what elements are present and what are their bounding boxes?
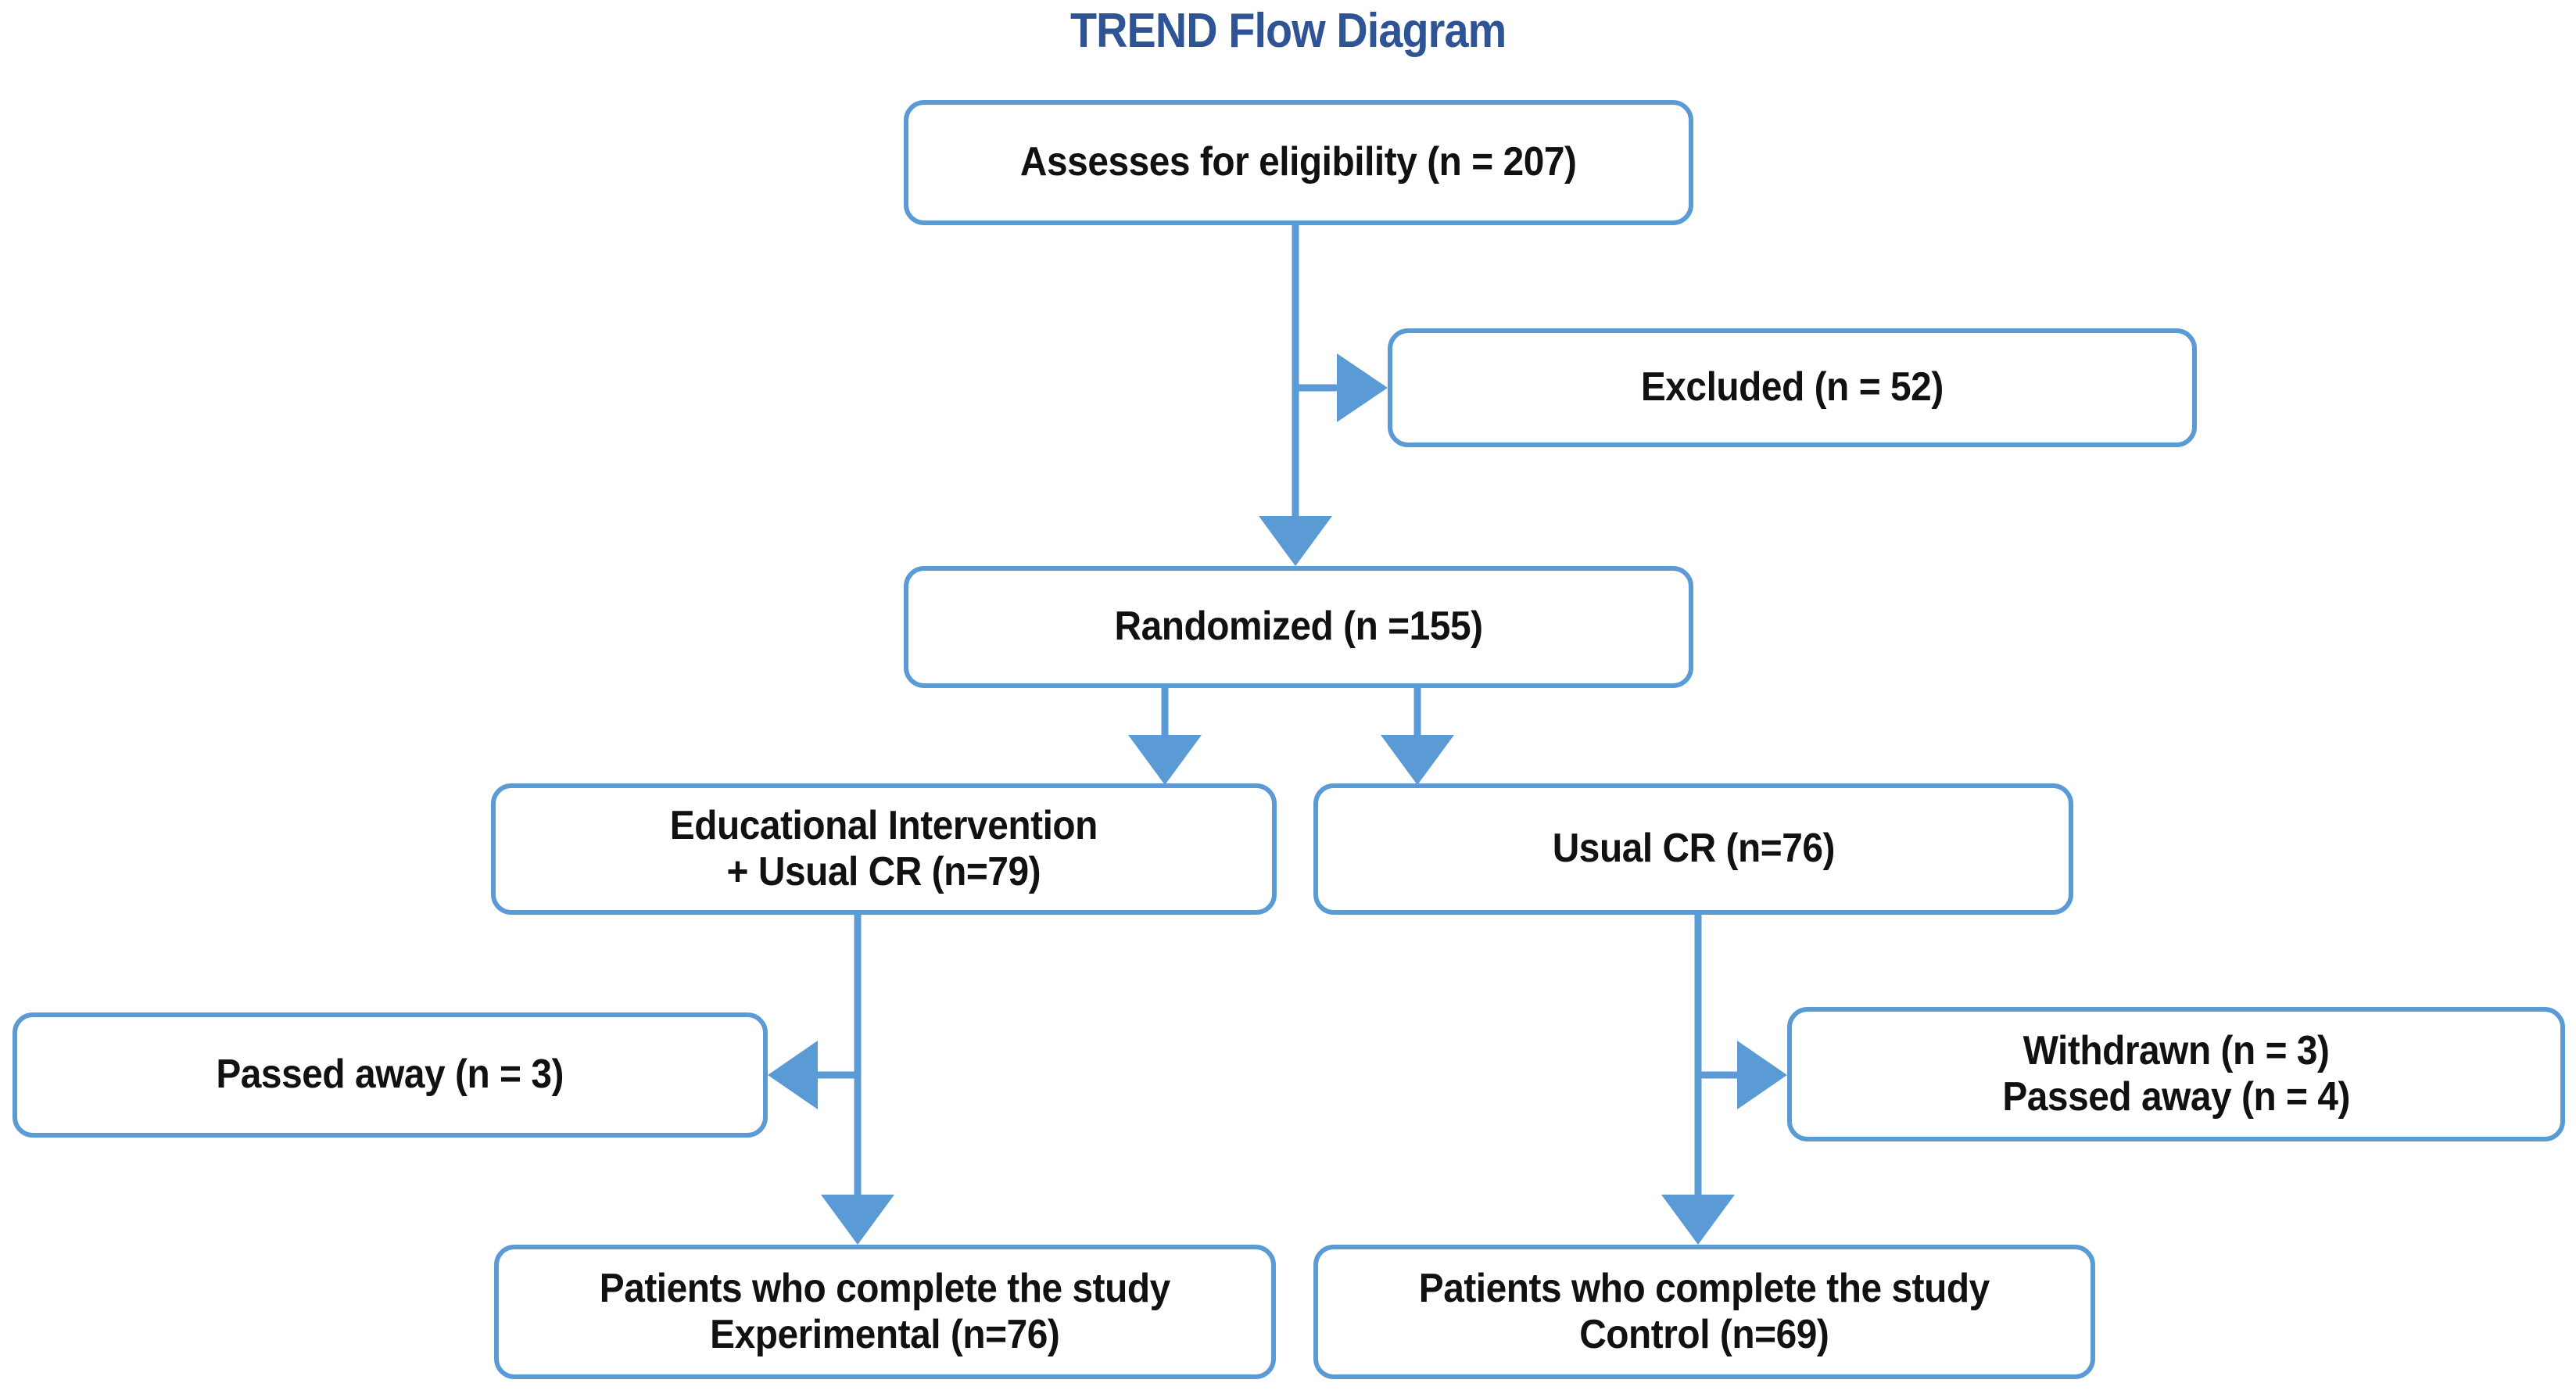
edge-control-to-complete xyxy=(1661,915,1735,1245)
node-control-completers-label: Patients who complete the study Control … xyxy=(1418,1265,1990,1357)
edge-assessed-to-randomized xyxy=(1259,225,1332,566)
node-control-label: Usual CR (n=76) xyxy=(1552,826,1835,872)
page-title-text: TREND Flow Diagram xyxy=(1069,4,1507,58)
node-experimental-completers-label: Patients who complete the study Experime… xyxy=(599,1265,1171,1357)
node-assessed-label: Assesses for eligibility (n = 207) xyxy=(1020,139,1577,185)
node-control-completers[interactable]: Patients who complete the study Control … xyxy=(1313,1245,2095,1379)
node-control-attrition-label: Withdrawn (n = 3) Passed away (n = 4) xyxy=(2002,1027,2350,1120)
edge-randomized-to-experimental xyxy=(1128,688,1202,785)
node-experimental-arm[interactable]: Educational Intervention + Usual CR (n=7… xyxy=(491,783,1277,915)
node-excluded-label: Excluded (n = 52) xyxy=(1640,364,1944,410)
node-control-attrition[interactable]: Withdrawn (n = 3) Passed away (n = 4) xyxy=(1787,1007,2565,1141)
node-excluded[interactable]: Excluded (n = 52) xyxy=(1388,328,2197,447)
node-experimental-completers[interactable]: Patients who complete the study Experime… xyxy=(494,1245,1276,1379)
edge-experimental-to-complete xyxy=(821,915,894,1245)
edge-control-to-attrition xyxy=(1698,1041,1787,1109)
page-title: TREND Flow Diagram xyxy=(0,3,2576,59)
node-randomized-label: Randomized (n =155) xyxy=(1114,604,1483,650)
edge-assessed-to-excluded xyxy=(1295,353,1388,422)
node-experimental-label: Educational Intervention + Usual CR (n=7… xyxy=(669,802,1098,894)
node-control-arm[interactable]: Usual CR (n=76) xyxy=(1313,783,2073,915)
node-assessed-for-eligibility[interactable]: Assesses for eligibility (n = 207) xyxy=(904,100,1693,225)
node-experimental-attrition-label: Passed away (n = 3) xyxy=(216,1052,564,1098)
edge-experimental-to-attrition xyxy=(768,1041,858,1109)
node-randomized[interactable]: Randomized (n =155) xyxy=(904,566,1693,688)
edge-randomized-to-control xyxy=(1381,688,1454,785)
node-experimental-attrition[interactable]: Passed away (n = 3) xyxy=(13,1012,768,1138)
